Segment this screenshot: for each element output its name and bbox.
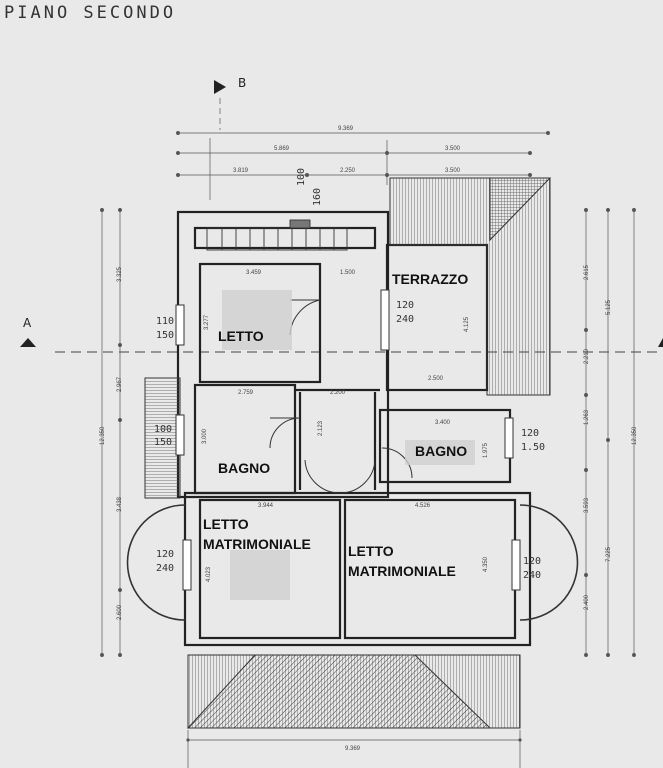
dim-row2-left: 5.869 bbox=[274, 146, 290, 152]
dimension-lines-sides bbox=[100, 208, 636, 657]
dim-right-e: 2.400 bbox=[584, 594, 590, 610]
window-bagno-left-bottom: 150 bbox=[154, 437, 173, 448]
dim-terrazzo-width: 2.500 bbox=[428, 376, 444, 382]
section-b-label: B bbox=[238, 76, 247, 90]
room-letto: LETTO bbox=[218, 328, 264, 344]
room-letto-matrimoniale-left-line1: LETTO bbox=[203, 516, 249, 532]
window-terrazzo-top: 120 bbox=[396, 300, 415, 311]
dim-left-b: 2.967 bbox=[117, 376, 123, 392]
dim-left-a: 3.325 bbox=[117, 266, 123, 282]
window-bagno-right-top: 120 bbox=[521, 428, 540, 439]
room-shading bbox=[222, 290, 475, 600]
window-matr-left-bottom: 240 bbox=[156, 563, 175, 574]
dim-row3-right: 3.500 bbox=[445, 168, 461, 174]
dim-row3-mid: 2.250 bbox=[340, 168, 356, 174]
dim-hall-depth: 2.123 bbox=[318, 420, 324, 436]
dim-right-b: 2.210 bbox=[584, 348, 590, 364]
window-bagno-right-bottom: 1.50 bbox=[521, 442, 546, 453]
staircase bbox=[206, 219, 348, 251]
roof-left-hatch bbox=[144, 377, 181, 499]
bay-window-left bbox=[126, 504, 186, 621]
bay-window-right bbox=[519, 504, 579, 621]
dim-terrazzo-depth: 4.125 bbox=[464, 316, 470, 332]
dim-bagno-right-width: 3.400 bbox=[435, 420, 451, 426]
dim-left-c: 3.438 bbox=[117, 496, 123, 512]
dim-row3-left: 3.819 bbox=[233, 168, 249, 174]
section-a-label: A bbox=[23, 316, 32, 330]
dim-letto-width: 3.459 bbox=[246, 270, 262, 276]
room-bagno-right: BAGNO bbox=[415, 443, 468, 459]
room-letto-matrimoniale-right-line2: MATRIMONIALE bbox=[348, 563, 456, 579]
dim-total-top: 9.369 bbox=[338, 126, 354, 132]
dim-right-d: 3.593 bbox=[584, 497, 590, 513]
dim-hall-width: 2.200 bbox=[330, 390, 346, 396]
window-stair-top: 100 bbox=[296, 167, 307, 186]
dim-right-low: 7.225 bbox=[606, 546, 612, 562]
room-letto-matrimoniale-right-line1: LETTO bbox=[348, 543, 394, 559]
room-letto-matrimoniale-left-line2: MATRIMONIALE bbox=[203, 536, 311, 552]
dim-bagno-left-width: 2.759 bbox=[238, 390, 254, 396]
window-matr-right-bottom: 240 bbox=[523, 570, 542, 581]
plan-title: PIANO SECONDO bbox=[4, 3, 177, 23]
window-stair-bottom: 160 bbox=[312, 187, 323, 206]
room-bagno-left: BAGNO bbox=[218, 460, 271, 476]
dimension-lines-top bbox=[176, 131, 550, 200]
window-matr-left-top: 120 bbox=[156, 549, 175, 560]
dim-matr-left-depth: 4.023 bbox=[206, 566, 212, 582]
dim-left-d: 2.600 bbox=[117, 604, 123, 620]
window-letto-bottom: 150 bbox=[156, 330, 175, 341]
dim-right-c: 1.263 bbox=[584, 409, 590, 425]
dim-bagno-right-depth: 1.975 bbox=[483, 442, 489, 458]
section-a-marker bbox=[20, 338, 36, 347]
dim-corridor-width: 1.500 bbox=[340, 270, 356, 276]
dim-matr-left-width: 3.944 bbox=[258, 503, 274, 509]
dim-bagno-left-depth: 3.000 bbox=[202, 428, 208, 444]
window-bagno-left-top: 100 bbox=[154, 424, 173, 435]
dim-total-bottom: 9.369 bbox=[345, 746, 361, 752]
dim-row2-right: 3.500 bbox=[445, 146, 461, 152]
window-terrazzo-bottom: 240 bbox=[396, 314, 415, 325]
dim-left-total: 12.350 bbox=[100, 426, 106, 445]
room-terrazzo: TERRAZZO bbox=[392, 271, 469, 287]
doors bbox=[269, 299, 413, 494]
dim-right-total: 12.350 bbox=[632, 426, 638, 445]
dim-right-mid: 5.125 bbox=[606, 299, 612, 315]
window-matr-right-top: 120 bbox=[523, 556, 542, 567]
window-markers bbox=[175, 289, 521, 591]
dim-matr-right-depth: 4.350 bbox=[483, 556, 489, 572]
window-letto-top: 110 bbox=[156, 316, 175, 327]
dim-letto-depth: 3.277 bbox=[204, 314, 210, 330]
section-b-marker bbox=[214, 80, 226, 94]
dim-matr-right-width: 4.526 bbox=[415, 503, 431, 509]
dim-right-a: 2.615 bbox=[584, 264, 590, 280]
